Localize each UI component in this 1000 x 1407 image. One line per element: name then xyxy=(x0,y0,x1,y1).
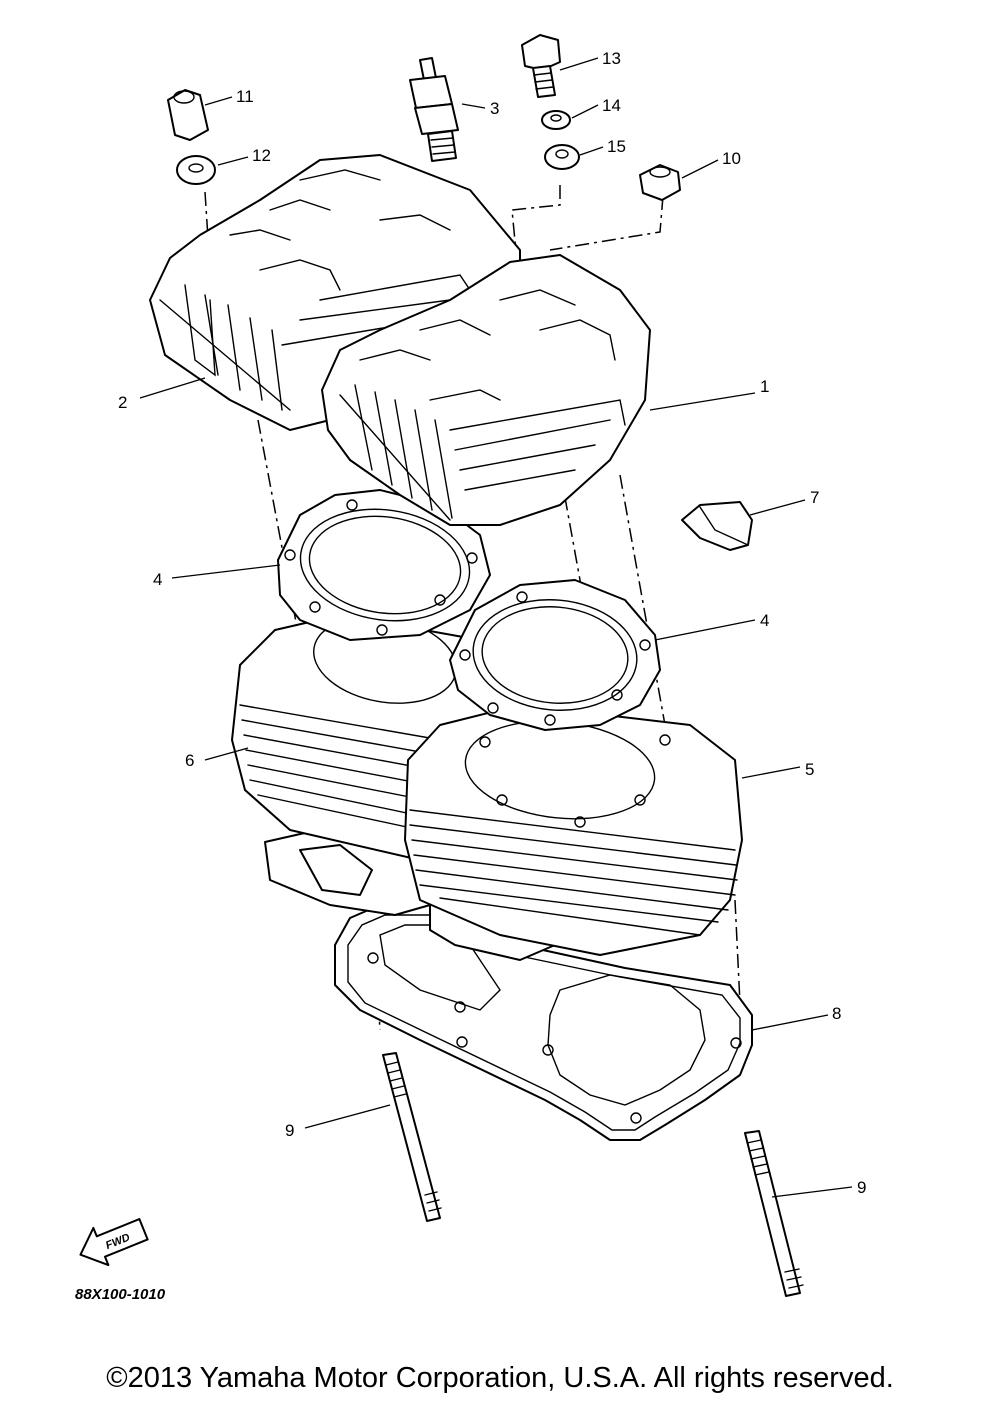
callout-4-front: 4 xyxy=(760,611,769,630)
spark-plug xyxy=(409,57,459,162)
figure-code: 88X100-1010 xyxy=(75,1286,166,1303)
callout-9-right: 9 xyxy=(857,1178,866,1197)
callout-11: 11 xyxy=(236,87,254,106)
hex-bolt xyxy=(521,34,561,98)
callout-8: 8 xyxy=(832,1004,841,1023)
flat-washer-15 xyxy=(544,144,580,170)
stud-bolt-right xyxy=(744,1130,804,1297)
head-gasket-rear xyxy=(277,489,491,641)
cylinder-head-front xyxy=(321,254,651,526)
callout-7: 7 xyxy=(810,488,819,507)
cap-nut-10 xyxy=(639,164,681,201)
callout-6: 6 xyxy=(185,751,194,770)
callout-9-left: 9 xyxy=(285,1121,294,1140)
lock-washer-14 xyxy=(541,110,571,130)
flat-washer-12 xyxy=(176,155,216,185)
damper-7 xyxy=(681,501,753,551)
callout-4-rear: 4 xyxy=(153,570,162,589)
cylinder-front xyxy=(404,704,743,961)
hex-nut-collar xyxy=(167,89,209,141)
leader-lines xyxy=(139,57,853,1198)
callout-15: 15 xyxy=(607,137,626,156)
callout-5: 5 xyxy=(805,760,814,779)
callout-13: 13 xyxy=(602,49,621,68)
callout-labels: 1 2 3 4 4 5 6 7 8 9 9 10 11 12 13 14 15 xyxy=(118,49,866,1197)
head-gasket-front xyxy=(449,579,661,731)
callout-14: 14 xyxy=(602,96,621,115)
callout-12: 12 xyxy=(252,146,271,165)
base-gasket xyxy=(334,904,753,1141)
forward-direction-arrow: FWD xyxy=(79,1218,149,1267)
stud-bolt-left xyxy=(382,1052,442,1222)
callout-10: 10 xyxy=(722,149,741,168)
callout-1: 1 xyxy=(760,377,769,396)
copyright-notice: ©2013 Yamaha Motor Corporation, U.S.A. A… xyxy=(106,1362,894,1394)
callout-2: 2 xyxy=(118,393,127,412)
callout-3: 3 xyxy=(490,99,499,118)
